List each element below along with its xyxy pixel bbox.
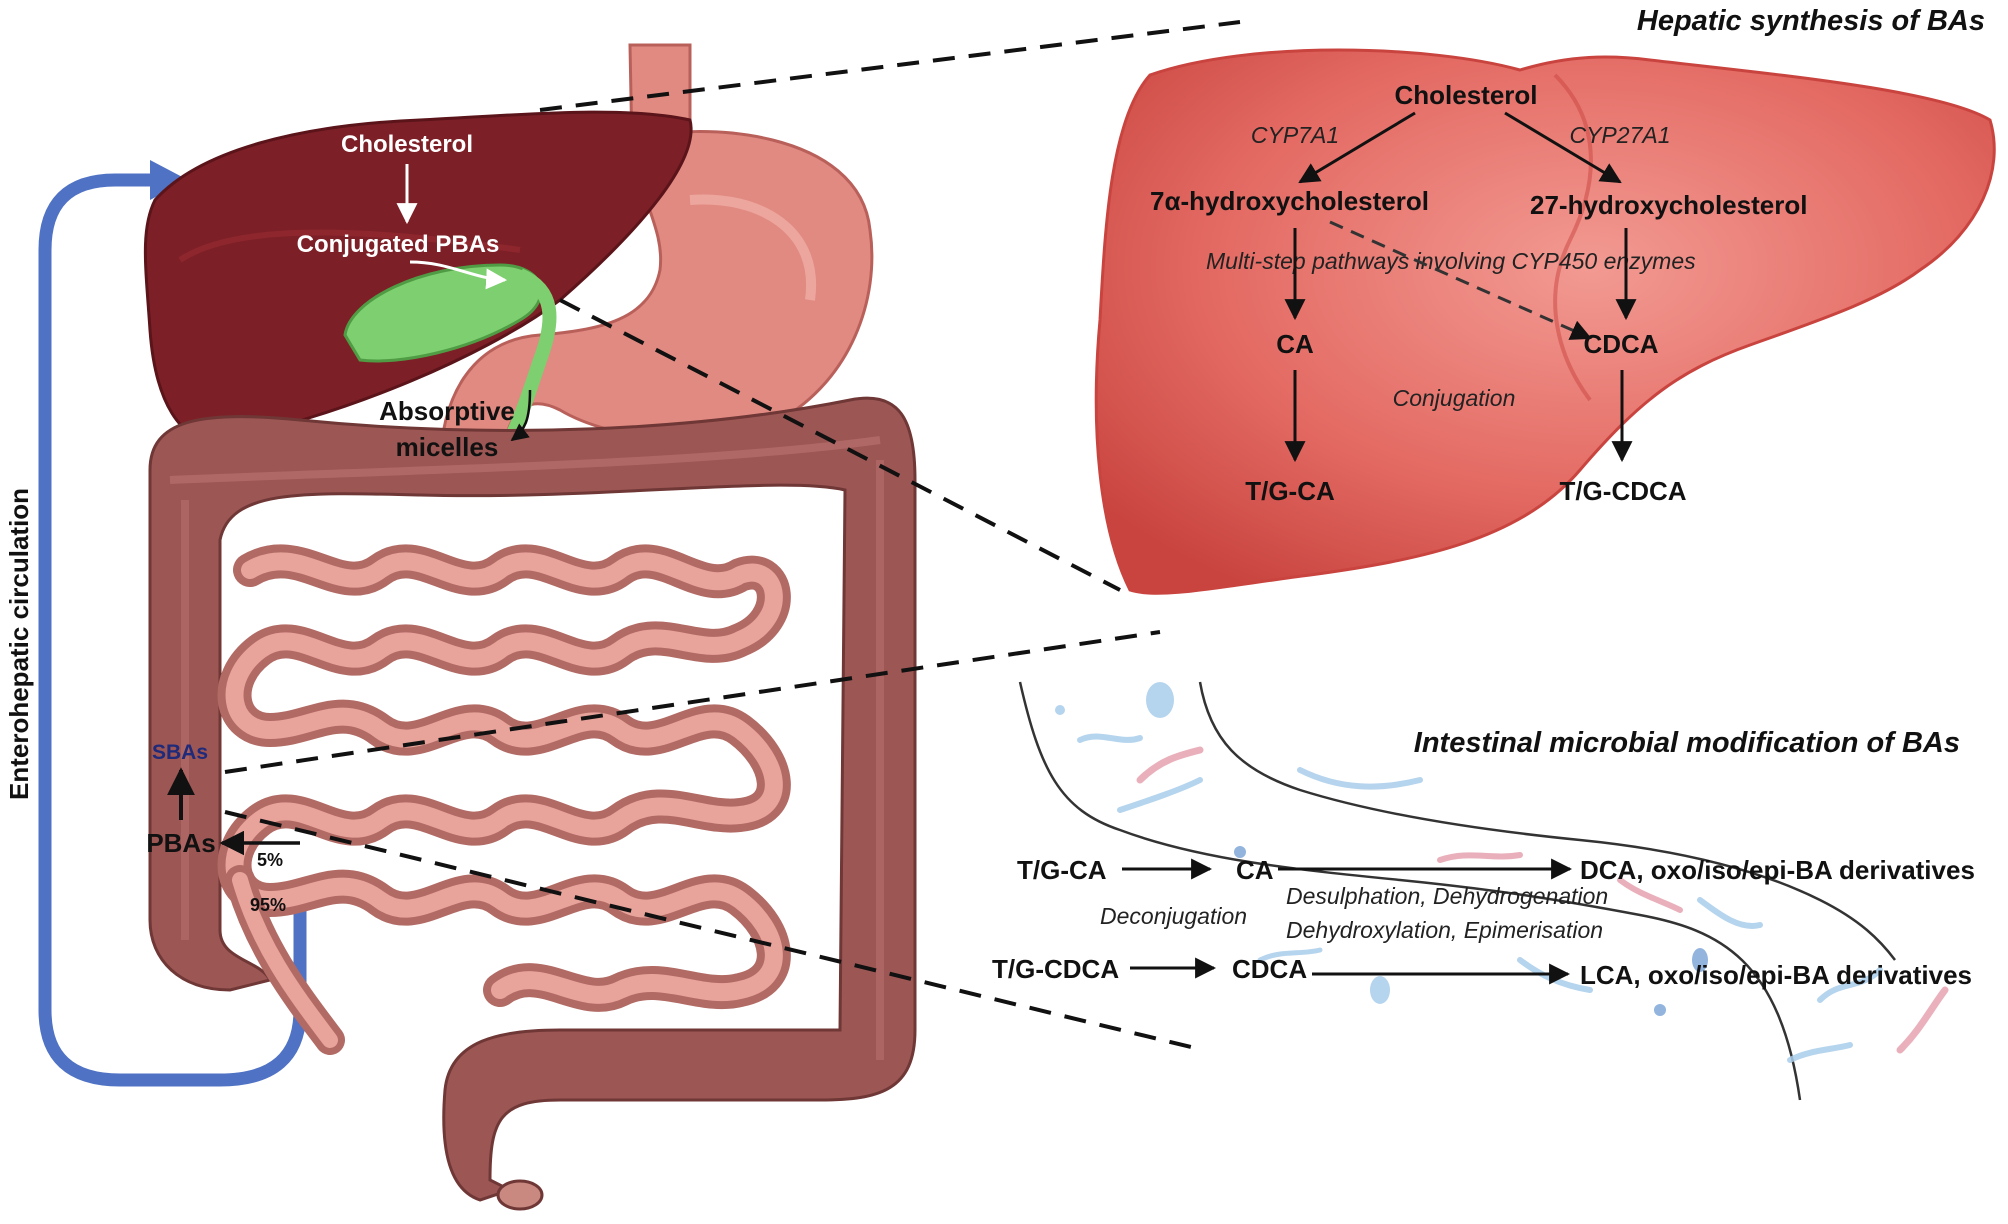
conjugation-label: Conjugation (1393, 385, 1516, 411)
arrow-chol-to-27 (1504, 111, 1622, 184)
hydroxy-7a: 7α-hydroxycholesterol (1150, 186, 1429, 216)
liver-cholesterol-label: Cholesterol (341, 131, 473, 158)
micro-cdca: CDCA (1232, 954, 1307, 984)
rectum-opening (496, 1179, 544, 1211)
micro-tg-cdca: T/G-CDCA (992, 954, 1119, 984)
hepatic-tg-cdca: T/G-CDCA (1559, 476, 1686, 506)
desulph-label: Desulphation, Dehydrogenation (1286, 883, 1608, 909)
sbas-label: SBAs (152, 741, 208, 764)
dehydrox-label: Dehydroxylation, Epimerisation (1286, 917, 1603, 943)
micro-dca: DCA, oxo/iso/epi-BA derivatives (1580, 855, 1975, 885)
micelles-label-1: Absorptive (379, 396, 515, 426)
hepatic-cholesterol: Cholesterol (1394, 80, 1537, 110)
hepatic-ca: CA (1276, 329, 1314, 359)
hepatic-title: Hepatic synthesis of BAs (1637, 5, 1985, 37)
micro-ca: CA (1236, 855, 1274, 885)
micelles-label-2: micelles (396, 432, 499, 462)
liver-conjugated-label: Conjugated PBAs (297, 231, 500, 258)
hydroxy-27: 27-hydroxycholesterol (1530, 190, 1807, 220)
hepatic-tg-ca: T/G-CA (1245, 476, 1335, 506)
pbas-label: PBAs (146, 828, 215, 858)
hydroxy-7a-rest: -hydroxycholesterol (1180, 186, 1429, 216)
small-intestine (217, 544, 791, 1055)
micelles-arrow (510, 389, 532, 442)
arrow-chol-to-7a (1298, 111, 1416, 184)
pct-95-label: 95% (250, 895, 286, 915)
cyp7a1-label: CYP7A1 (1251, 122, 1339, 148)
circulation-label: Enterohepatic circulation (4, 488, 34, 800)
cyp27a1-label: CYP27A1 (1569, 122, 1670, 148)
micro-tg-ca: T/G-CA (1017, 855, 1107, 885)
deconjugation-label: Deconjugation (1100, 903, 1247, 929)
microbial-title: Intestinal microbial modification of BAs (1414, 727, 1960, 759)
arrow-7a-to-cdca (1329, 220, 1592, 340)
hydroxy-7a-symbol: 7α (1150, 186, 1180, 216)
pct-5-label: 5% (257, 850, 283, 870)
liver-large (1094, 48, 1996, 595)
hepatic-cdca: CDCA (1583, 329, 1658, 359)
enterohepatic-circulation-arrow (38, 160, 307, 1087)
multistep-label: Multi-step pathways involving CYP450 enz… (1206, 248, 1696, 274)
micro-lca: LCA, oxo/iso/epi-BA derivatives (1580, 960, 1972, 990)
zoom-lines (224, 20, 1241, 1050)
liver-conjugated-arrow (409, 260, 508, 290)
bile-duct (503, 268, 557, 444)
intestine-wall (1018, 681, 1896, 1101)
